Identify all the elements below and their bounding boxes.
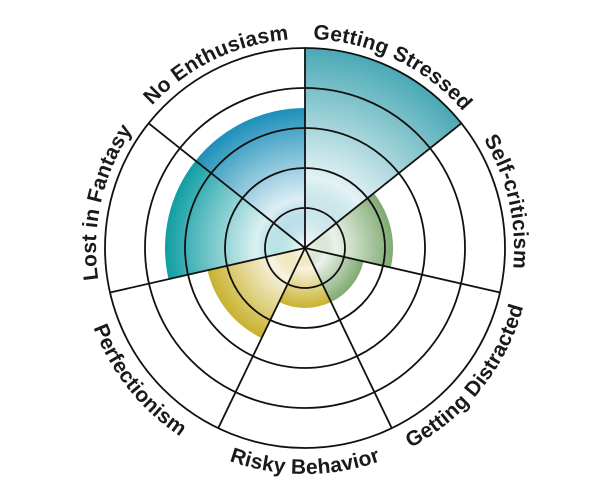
slice-risky-behavior [278,248,332,309]
grid-spoke [148,122,306,249]
category-label-getting-distracted: Getting Distracted [402,301,528,452]
slice-self-criticism [305,193,393,268]
grid-spoke [109,247,306,294]
slice-layer [164,47,462,339]
grid-spoke [304,122,462,249]
slice-perfectionism [207,248,305,339]
slice-no-enthusiasm [195,108,305,248]
category-label-no-enthusiasm: No Enthusiasm [139,22,289,110]
slice-getting-stressed [305,47,462,248]
grid-spoke [304,247,501,294]
grid-layer [104,47,506,449]
grid-spoke [217,247,306,429]
category-label-perfectionism: Perfectionism [89,321,191,441]
category-label-lost-in-fantasy: Lost in Fantasy [78,120,137,282]
grid-spoke [304,247,393,429]
category-label-risky-behavior: Risky Behavior [228,444,383,479]
